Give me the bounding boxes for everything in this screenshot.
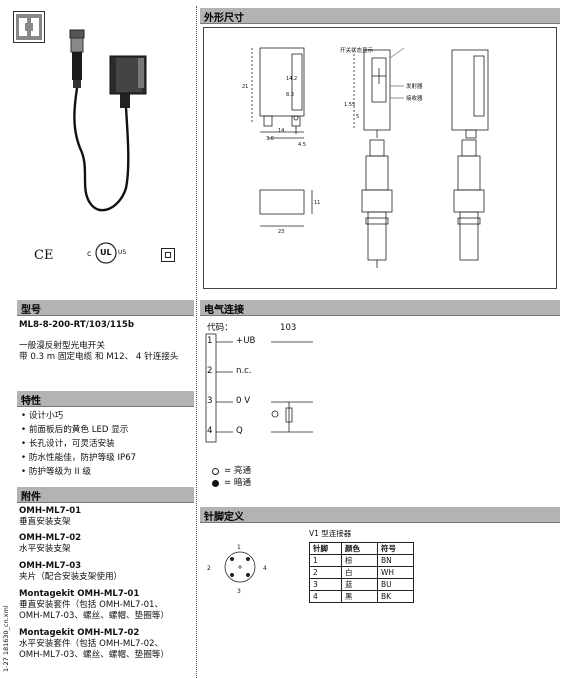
connector-pin-label: 4 (263, 565, 267, 572)
receiver-label: 接收器 (406, 96, 423, 102)
company-logo (13, 11, 45, 43)
pin-number: 4 (207, 426, 213, 436)
ce-mark: CE (34, 248, 54, 263)
pin-number: 3 (207, 396, 213, 406)
feature-item: • 设计小巧 (21, 411, 64, 421)
model-number: ML8-8-200-RT/103/115b (19, 320, 135, 330)
dim-14-2: 14.2 (286, 76, 298, 82)
dim-1-55: 1.55 (344, 102, 356, 108)
ul-mark: c UL US (85, 241, 129, 265)
section-accessories-header: 附件 (17, 487, 194, 503)
feature-item: • 防护等级为 II 级 (21, 467, 91, 477)
code-label: 代码： (207, 323, 233, 333)
table-cell: 棕 (341, 554, 378, 567)
table-cell: 白 (341, 566, 378, 579)
pin-table-header: 符号 (377, 542, 414, 555)
document-code: 1-27 181630_cn.xml (2, 605, 10, 672)
table-row: 2 白 WH (309, 566, 414, 579)
feature-item: • 长孔设计，可灵活安装 (21, 439, 115, 449)
status-display-label: 开关状态显示 (340, 48, 374, 54)
pin-table-header-row: 针脚 颜色 符号 (309, 542, 414, 555)
connector-pin-label: 2 (207, 565, 211, 572)
section-model-header: 型号 (17, 300, 194, 316)
dimension-drawing: 开关状态显示 发射器 接收器 21 14.2 8.3 14 3.6 4.5 11… (203, 27, 557, 289)
table-row: 1 棕 BN (309, 554, 414, 567)
table-cell: BU (377, 578, 414, 591)
pin-table-header: 颜色 (341, 542, 378, 555)
accessory-name: Montagekit OMH-ML7-01 (19, 589, 140, 599)
connector-pin-label: 1 (237, 544, 241, 551)
feature-item: • 防水性能佳，防护等级 IP67 (21, 453, 137, 463)
table-cell: 2 (309, 566, 342, 579)
accessory-name: OMH-ML7-02 (19, 533, 82, 543)
accessory-desc: 水平安装套件（包括 OMH-ML7-02、 (19, 639, 164, 649)
accessory-desc: OMH-ML7-03、螺丝、螺帽、垫圈等） (19, 611, 169, 621)
pin-signal: Q (236, 426, 243, 436)
accessory-desc: OMH-ML7-03、螺丝、螺帽、垫圈等） (19, 650, 169, 660)
protection-class-ii-icon (161, 248, 175, 262)
pin-signal: 0 V (236, 396, 251, 406)
connector-pin-diagram (212, 545, 268, 591)
accessory-desc: 水平安装支架 (19, 544, 71, 554)
pin-number: 2 (207, 366, 213, 376)
accessory-desc: 垂直安装套件（包括 OMH-ML7-01、 (19, 600, 164, 610)
table-row: 3 蓝 BU (309, 578, 414, 591)
accessory-desc: 夹片（配合安装支架使用） (19, 572, 123, 582)
dim-5: 5 (356, 114, 360, 120)
product-desc-line1: 一般漫反射型光电开关 (19, 341, 105, 351)
table-cell: BK (377, 590, 414, 603)
pin-table: 针脚 颜色 符号 1 棕 BN 2 白 WH 3 蓝 BU 4 黑 BK (309, 542, 414, 603)
table-cell: WH (377, 566, 414, 579)
legend-bright: = 亮通 (224, 466, 252, 476)
pin-signal: +UB (236, 336, 256, 346)
section-pin-definition-header: 针脚定义 (200, 507, 560, 523)
dark-on-icon (212, 480, 219, 487)
section-dimensions-header: 外形尺寸 (200, 8, 560, 24)
accessory-name: OMH-ML7-01 (19, 506, 82, 516)
pin-number: 1 (207, 336, 213, 346)
pin-signal: n.c. (236, 366, 252, 376)
table-cell: BN (377, 554, 414, 567)
dim-4-5: 4.5 (298, 142, 306, 148)
emitter-label: 发射器 (406, 84, 423, 90)
pin-table-header: 针脚 (309, 542, 342, 555)
product-desc-line2: 带 0.3 m 固定电缆 和 M12、 4 针连接头 (19, 352, 179, 362)
product-photo (60, 28, 160, 238)
table-cell: 3 (309, 578, 342, 591)
dim-11: 11 (314, 200, 321, 206)
dim-3-6: 3.6 (266, 136, 274, 142)
table-row: 4 黑 BK (309, 590, 414, 603)
code-value: 103 (280, 323, 297, 333)
table-cell: 黑 (341, 590, 378, 603)
table-cell: 1 (309, 554, 342, 567)
accessory-name: OMH-ML7-03 (19, 561, 82, 571)
column-divider (196, 6, 197, 678)
legend-dark: = 暗通 (224, 478, 252, 488)
section-features-header: 特性 (17, 391, 194, 407)
accessory-desc: 垂直安装支架 (19, 517, 71, 527)
dim-8-3: 8.3 (286, 92, 294, 98)
feature-item: • 前面板后的黄色 LED 显示 (21, 425, 129, 435)
table-cell: 蓝 (341, 578, 378, 591)
dim-14: 14 (278, 128, 285, 134)
pin-table-title: V1 型连接器 (309, 529, 352, 538)
table-cell: 4 (309, 590, 342, 603)
connector-pin-label: 3 (237, 588, 241, 595)
section-electrical-header: 电气连接 (200, 300, 560, 316)
wiring-diagram (205, 332, 325, 444)
bright-on-icon (212, 468, 219, 475)
dim-23: 23 (278, 229, 285, 235)
dim-21: 21 (242, 84, 249, 90)
accessory-name: Montagekit OMH-ML7-02 (19, 628, 140, 638)
